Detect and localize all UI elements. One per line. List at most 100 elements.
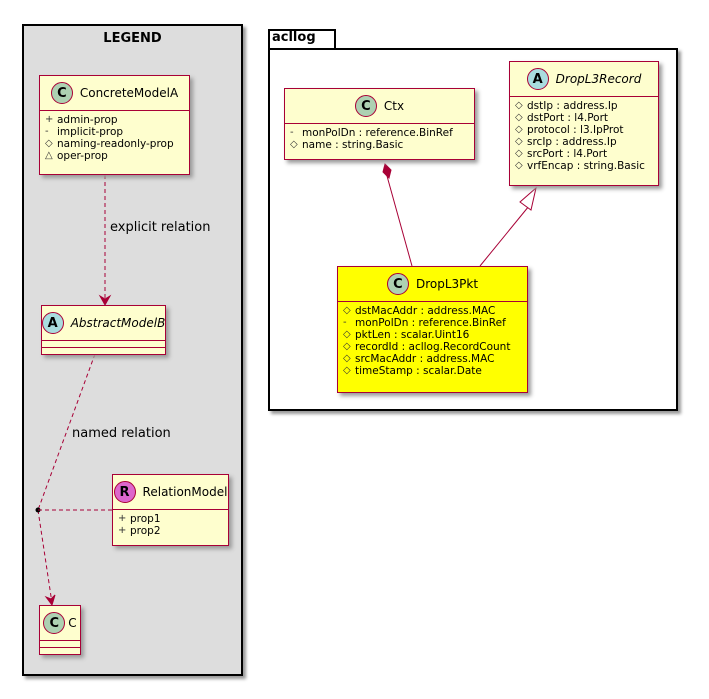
attribute-row: ◇ vrfEncap : string.Basic bbox=[515, 160, 658, 172]
protected-icon: ◇ bbox=[515, 100, 523, 111]
composition-edge bbox=[386, 175, 413, 267]
explicit-relation-label: explicit relation bbox=[110, 220, 211, 235]
attribute-row: ◇ srcPort : l4.Port bbox=[515, 148, 658, 160]
attribute-text: srcMacAddr : address.MAC bbox=[355, 353, 495, 365]
method-section bbox=[40, 647, 80, 654]
protected-icon: ◇ bbox=[343, 305, 351, 316]
relation-stereotype-icon: R bbox=[113, 481, 136, 503]
protected-icon: ◇ bbox=[45, 138, 53, 149]
method-section bbox=[42, 347, 165, 354]
class-header: C Ctx bbox=[285, 89, 474, 124]
abstract-stereotype-icon: A bbox=[526, 68, 549, 90]
protected-icon: ◇ bbox=[515, 136, 523, 147]
private-icon: - bbox=[45, 126, 49, 137]
class-relation-model[interactable]: R RelationModel +prop1 +prop2 bbox=[112, 474, 229, 546]
attribute-row: -implicit-prop bbox=[45, 126, 189, 138]
class-concrete-model-a[interactable]: C ConcreteModelA +admin-prop -implicit-p… bbox=[39, 75, 190, 175]
protected-icon: ◇ bbox=[343, 365, 351, 376]
attribute-row: -monPolDn : reference.BinRef bbox=[290, 127, 474, 139]
attribute-row: ◇pktLen : scalar.Uint16 bbox=[343, 329, 527, 341]
named-relation-edge-lower bbox=[37, 509, 53, 604]
attribute-list: +prop1 +prop2 bbox=[113, 510, 228, 540]
attribute-text: name : string.Basic bbox=[302, 139, 404, 151]
attribute-row: ◇ naming-readonly-prop bbox=[45, 138, 189, 150]
class-ctx[interactable]: C Ctx -monPolDn : reference.BinRef ◇ name… bbox=[284, 88, 475, 160]
attribute-text: srcPort : l4.Port bbox=[527, 148, 608, 160]
class-header: C ConcreteModelA bbox=[40, 76, 189, 111]
attribute-text: oper-prop bbox=[57, 150, 108, 162]
attribute-row: +prop2 bbox=[118, 525, 228, 537]
protected-icon: ◇ bbox=[290, 139, 298, 150]
public-icon: + bbox=[45, 114, 54, 125]
attribute-row: +prop1 bbox=[118, 513, 228, 525]
private-icon: - bbox=[343, 317, 347, 328]
attribute-row: △oper-prop bbox=[45, 150, 189, 162]
class-stereotype-icon: C bbox=[50, 82, 73, 104]
attribute-row: ◇ recordId : acllog.RecordCount bbox=[343, 341, 527, 353]
attribute-text: admin-prop bbox=[57, 114, 118, 126]
attribute-row: ◇protocol : l3.IpProt bbox=[515, 124, 658, 136]
protected-icon: ◇ bbox=[515, 160, 523, 171]
attribute-text: monPolDn : reference.BinRef bbox=[302, 127, 453, 139]
attribute-text: dstPort : l4.Port bbox=[527, 112, 609, 124]
attribute-text: implicit-prop bbox=[57, 126, 124, 138]
attribute-text: prop2 bbox=[130, 525, 161, 537]
explicit-relation-arrowhead bbox=[98, 294, 112, 307]
class-name: ConcreteModelA bbox=[79, 86, 179, 100]
attribute-row: ◇ srcIp : address.Ip bbox=[515, 136, 658, 148]
protected-icon: ◇ bbox=[343, 353, 351, 364]
class-name: AbstractModelB bbox=[70, 316, 166, 330]
class-stereotype-icon: C bbox=[43, 612, 66, 634]
class-name: RelationModel bbox=[142, 485, 228, 499]
attribute-text: vrfEncap : string.Basic bbox=[527, 160, 645, 172]
attribute-text: protocol : l3.IpProt bbox=[527, 124, 624, 136]
class-drop-l3-pkt[interactable]: C DropL3Pkt ◇ dstMacAddr : address.MAC -m… bbox=[337, 266, 528, 393]
composition-diamond-icon bbox=[382, 163, 392, 179]
class-abstract-model-b[interactable]: A AbstractModelB bbox=[41, 305, 166, 355]
class-name: DropL3Record bbox=[555, 72, 642, 86]
attribute-text: timeStamp : scalar.Date bbox=[355, 365, 482, 377]
protected-icon: ◇ bbox=[343, 341, 351, 352]
attribute-list: -monPolDn : reference.BinRef ◇ name : str… bbox=[285, 124, 474, 154]
protected-icon: ◇ bbox=[515, 148, 523, 159]
package-name: acllog bbox=[272, 30, 316, 45]
named-relation-arrowhead bbox=[44, 594, 56, 607]
protected-icon: ◇ bbox=[515, 112, 523, 123]
attribute-list: ◇ dstMacAddr : address.MAC -monPolDn : re… bbox=[338, 302, 527, 380]
attribute-text: naming-readonly-prop bbox=[57, 138, 174, 150]
attribute-row: -monPolDn : reference.BinRef bbox=[343, 317, 527, 329]
attribute-row: ◇ dstMacAddr : address.MAC bbox=[343, 305, 527, 317]
attribute-row: ◇ srcMacAddr : address.MAC bbox=[343, 353, 527, 365]
attribute-text: monPolDn : reference.BinRef bbox=[355, 317, 506, 329]
attribute-row: +admin-prop bbox=[45, 114, 189, 126]
class-header: A DropL3Record bbox=[510, 62, 658, 97]
attribute-text: prop1 bbox=[130, 513, 161, 525]
abstract-stereotype-icon: A bbox=[41, 312, 64, 334]
legend-title: LEGEND bbox=[103, 31, 162, 46]
class-header: A AbstractModelB bbox=[41, 306, 166, 341]
inheritance-edge bbox=[479, 205, 530, 267]
public-icon: + bbox=[118, 525, 127, 536]
class-stereotype-icon: C bbox=[354, 95, 377, 117]
class-drop-l3-record[interactable]: A DropL3Record ◇ dstIp : address.Ip ◇ dstP… bbox=[509, 61, 659, 186]
attribute-text: recordId : acllog.RecordCount bbox=[355, 341, 511, 353]
package-tab bbox=[268, 29, 336, 49]
class-header: C DropL3Pkt bbox=[338, 267, 527, 302]
attribute-row: ◇ dstIp : address.Ip bbox=[515, 100, 658, 112]
private-icon: - bbox=[290, 127, 294, 138]
class-name: DropL3Pkt bbox=[415, 277, 479, 291]
attribute-text: dstMacAddr : address.MAC bbox=[355, 305, 496, 317]
protected-icon: ◇ bbox=[343, 329, 351, 340]
attribute-text: dstIp : address.Ip bbox=[527, 100, 618, 112]
attribute-list: +admin-prop -implicit-prop ◇ naming-reado… bbox=[40, 111, 189, 165]
attribute-row: ◇ timeStamp : scalar.Date bbox=[343, 365, 527, 377]
attribute-row: ◇ dstPort : l4.Port bbox=[515, 112, 658, 124]
class-stereotype-icon: C bbox=[386, 273, 409, 295]
attribute-list: ◇ dstIp : address.Ip ◇ dstPort : l4.Port ◇… bbox=[510, 97, 658, 175]
public-icon: + bbox=[118, 513, 127, 524]
attribute-text: srcIp : address.Ip bbox=[527, 136, 617, 148]
named-relation-label: named relation bbox=[72, 426, 171, 441]
class-c[interactable]: C C bbox=[39, 605, 81, 655]
attribute-row: ◇ name : string.Basic bbox=[290, 139, 474, 151]
